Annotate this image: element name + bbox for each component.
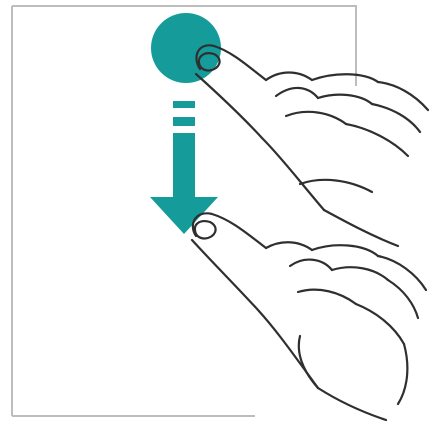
touch-point-icon	[151, 13, 221, 83]
hand-icon	[196, 45, 428, 246]
